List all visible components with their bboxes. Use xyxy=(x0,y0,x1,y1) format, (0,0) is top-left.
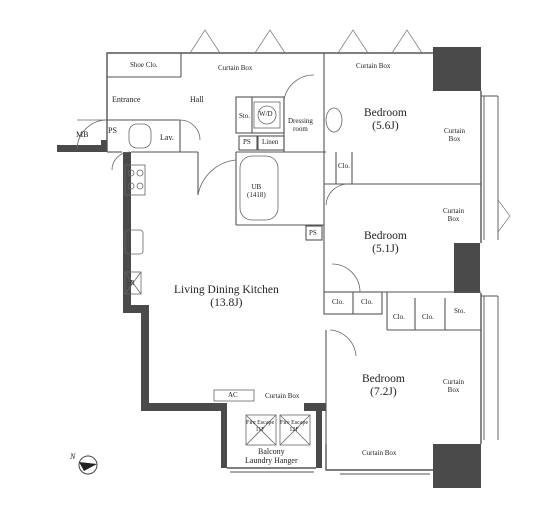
wd-label: W/D xyxy=(259,110,273,118)
doors xyxy=(76,74,361,357)
fire-escape-12f-label: Fire Escape 12F xyxy=(280,420,309,433)
unit-bath-label: UB (1418) xyxy=(247,183,266,200)
refrigerator-label: R xyxy=(130,279,135,287)
structural-walls xyxy=(57,47,481,488)
compass-icon xyxy=(78,455,98,475)
bedroom-1-label: Bedroom (5.6J) xyxy=(364,107,407,133)
clo-d-label: Clo. xyxy=(422,313,434,321)
ldk-label: Living Dining Kitchen (13.8J) xyxy=(174,284,279,310)
curtain-box-top-right: Curtain Box xyxy=(356,62,391,70)
curtain-box-bedroom-2: Curtain Box xyxy=(443,207,464,224)
clo-a-label: Clo. xyxy=(332,298,344,306)
fire-escapes xyxy=(245,414,311,446)
curtain-box-top-left: Curtain Box xyxy=(218,64,253,72)
curtain-box-ldk: Curtain Box xyxy=(265,392,300,400)
balcony-label: Balcony Laundry Hanger xyxy=(245,447,298,466)
hall-label: Hall xyxy=(190,95,204,104)
clo-c-label: Clo. xyxy=(393,313,405,321)
bedroom-2-label: Bedroom (5.1J) xyxy=(364,230,407,256)
curtain-box-bedroom-1: Curtain Box xyxy=(444,127,465,144)
ps-mid-label: PS xyxy=(243,138,251,146)
lav-label: Lav. xyxy=(160,133,174,142)
fixtures xyxy=(124,101,343,402)
clo-b-label: Clo. xyxy=(361,298,373,306)
linen-label: Linen xyxy=(262,138,279,146)
windows xyxy=(230,95,499,475)
window-bays xyxy=(189,29,511,233)
dressing-room-label: Dressing room xyxy=(288,117,313,134)
bedroom-3-label: Bedroom (7.2J) xyxy=(362,373,405,399)
ac-label: AC xyxy=(228,391,238,399)
mb-label: MB xyxy=(76,130,89,139)
clo-top-label: Clo. xyxy=(338,162,350,170)
shoe-closet-label: Shoe Clo. xyxy=(130,61,158,69)
compass-label: N xyxy=(70,452,76,461)
entrance-label: Entrance xyxy=(112,95,141,104)
curtain-box-bedroom-3: Curtain Box xyxy=(443,378,464,395)
fire-escape-11f-label: Fire Escape 11F xyxy=(246,420,275,433)
curtain-box-bottom: Curtain Box xyxy=(362,449,397,457)
interior-walls xyxy=(107,53,481,444)
ps-right-label: PS xyxy=(309,229,317,237)
sto-right-label: Sto. xyxy=(454,307,466,315)
sto-top-label: Sto. xyxy=(239,112,251,120)
ps-left-label: PS xyxy=(108,126,117,135)
